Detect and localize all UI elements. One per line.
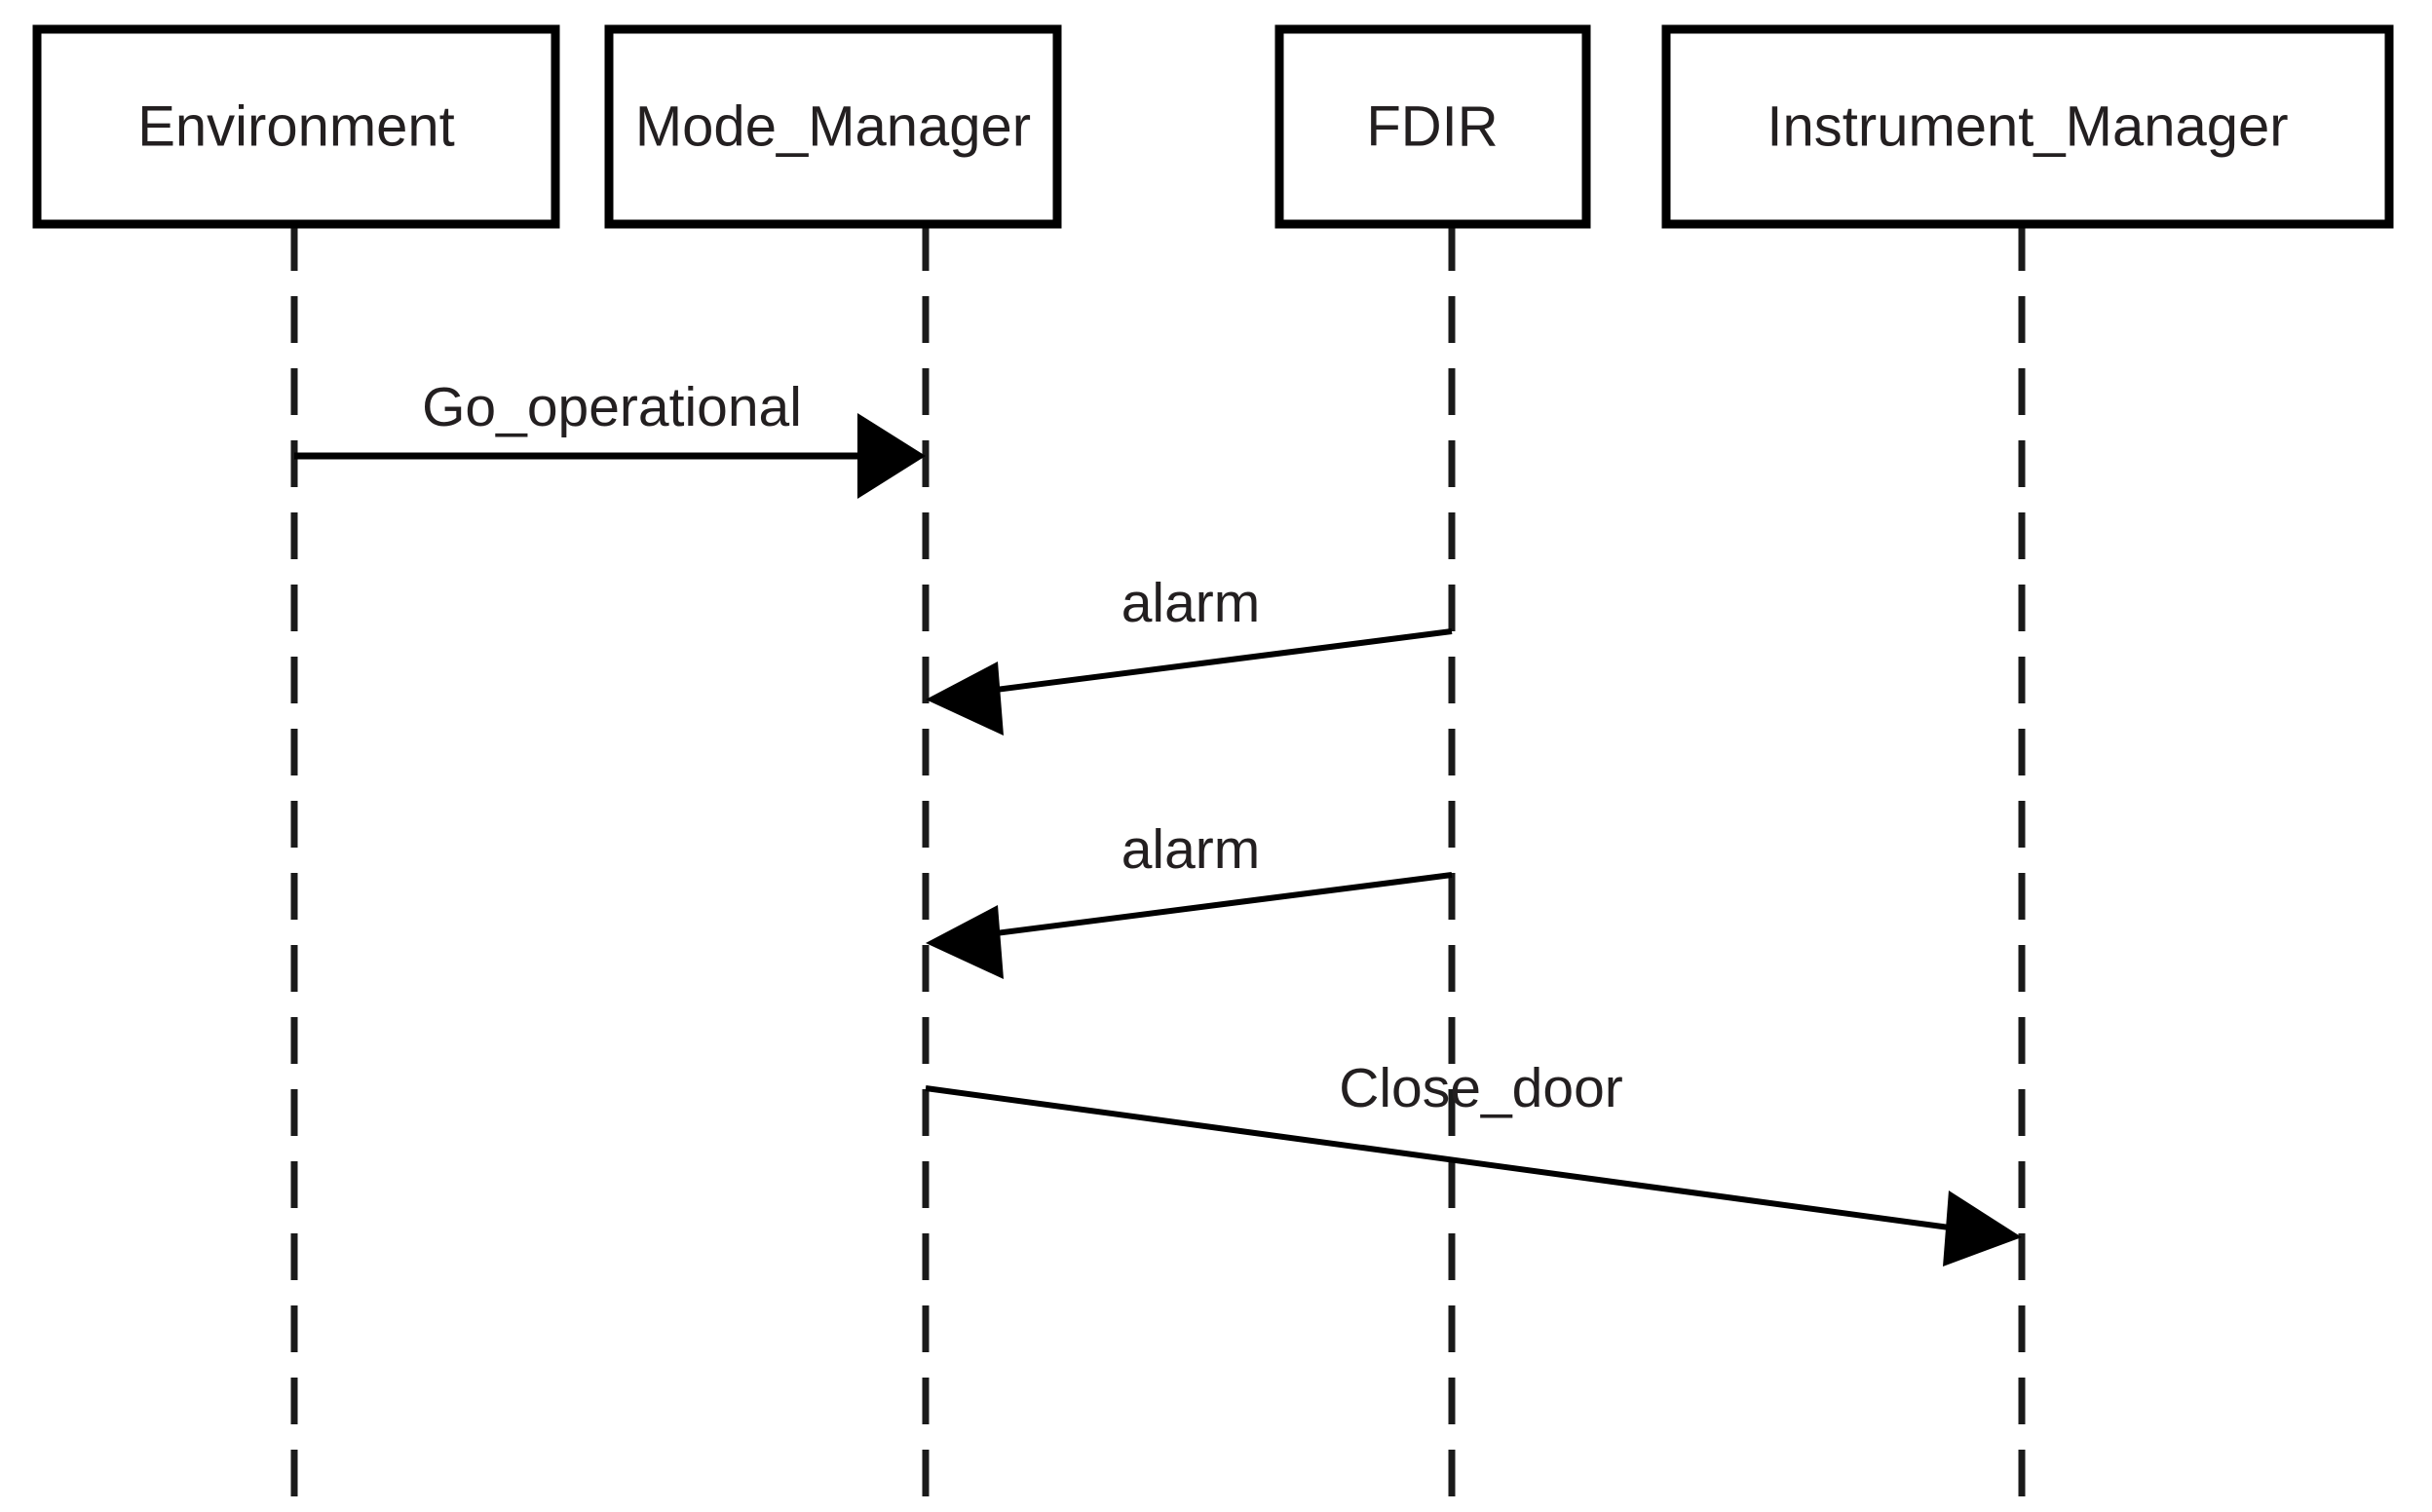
- message-go-operational[interactable]: Go_operational: [294, 376, 926, 499]
- participant-box-mode-manager[interactable]: [604, 24, 1062, 229]
- participant-label-mode-manager: Mode_Manager: [635, 94, 1031, 158]
- participant-fdir[interactable]: FDIR: [1274, 24, 1591, 229]
- message-label-go-operational: Go_operational: [422, 376, 802, 438]
- arrow-head-go-operational: [857, 413, 926, 499]
- participant-mode-manager[interactable]: Mode_Manager: [604, 24, 1062, 229]
- arrow-head-alarm-1: [926, 662, 1004, 736]
- arrow-head-alarm-2: [926, 905, 1004, 979]
- message-label-alarm-2: alarm: [1121, 818, 1261, 881]
- participant-instrument-manager[interactable]: Instrument_Manager: [1661, 24, 2394, 229]
- message-alarm-2[interactable]: alarm: [926, 818, 1453, 979]
- participant-box-fdir[interactable]: [1274, 24, 1591, 229]
- arrow-head-close-door: [1943, 1191, 2022, 1266]
- participant-box-environment[interactable]: [32, 24, 560, 229]
- participant-environment[interactable]: Environment: [32, 24, 560, 229]
- message-close-door[interactable]: Close_door: [925, 1057, 2022, 1266]
- message-label-alarm-1: alarm: [1121, 572, 1261, 634]
- message-alarm-1[interactable]: alarm: [926, 572, 1453, 736]
- participant-label-fdir: FDIR: [1366, 94, 1498, 158]
- participant-label-environment: Environment: [137, 94, 455, 158]
- message-line-alarm-1: [987, 628, 1453, 694]
- participant-box-instrument-manager[interactable]: [1661, 24, 2394, 229]
- message-line-close-door: [925, 1085, 1957, 1231]
- message-label-close-door: Close_door: [1339, 1057, 1623, 1119]
- participant-label-instrument-manager: Instrument_Manager: [1767, 94, 2288, 158]
- message-line-alarm-2: [987, 872, 1453, 937]
